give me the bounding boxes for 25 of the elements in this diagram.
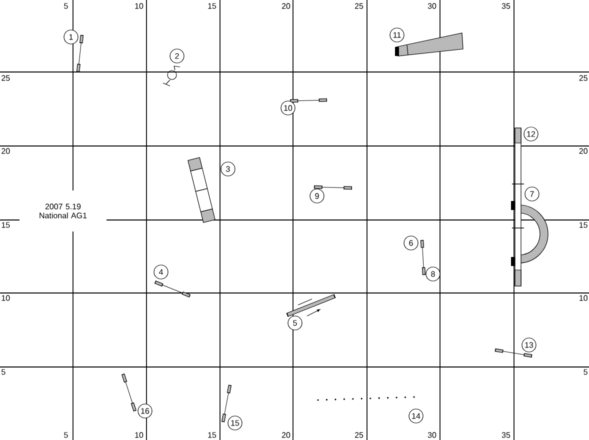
axis-number: 20 (282, 432, 290, 438)
axis-number: 25 (354, 432, 364, 438)
axis-number: 5 (64, 432, 68, 438)
axis-number: 25 (2, 75, 10, 81)
axis-number: 5 (64, 3, 68, 9)
axis-number: 10 (2, 295, 10, 301)
axis-number: 15 (580, 222, 588, 228)
axis-number: 10 (135, 3, 144, 9)
axis-number: 25 (354, 3, 364, 9)
axis-number: 30 (428, 3, 436, 9)
axis-number: 35 (502, 3, 510, 9)
axis-number: 10 (580, 295, 588, 301)
axis-number: 15 (2, 222, 10, 228)
axis-number: 15 (208, 432, 216, 438)
axis-number: 5 (2, 369, 6, 375)
axis-number: 15 (208, 3, 216, 9)
axis-number: 20 (2, 148, 10, 154)
axis-number: 25 (579, 75, 588, 81)
axis-number: 35 (502, 432, 510, 438)
axis-number: 20 (282, 3, 290, 9)
axis-number: 30 (428, 432, 436, 438)
axis-number: 5 (584, 369, 588, 375)
title-text: 2007 5.19 National AG1 (20, 190, 106, 232)
axis-number: 10 (135, 432, 144, 438)
axis-number: 20 (579, 148, 588, 154)
